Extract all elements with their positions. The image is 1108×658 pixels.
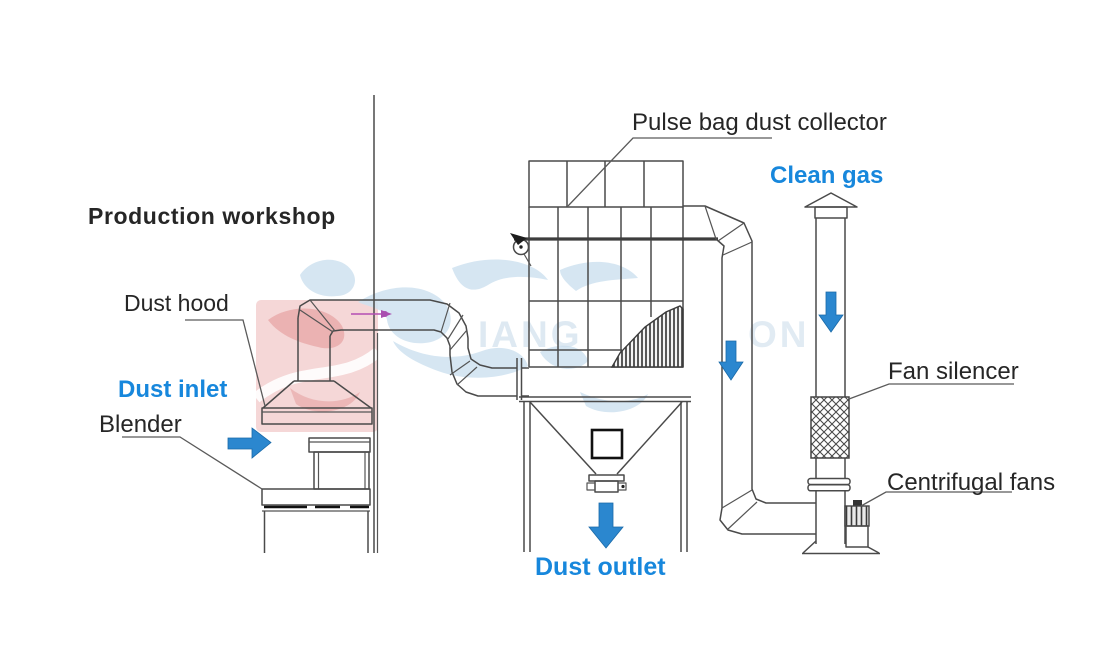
fan-silencer-section: [810, 396, 850, 459]
label-dust-outlet: Dust outlet: [535, 553, 666, 581]
fan-silencer-leader: [848, 383, 1014, 400]
hopper-access-door: [590, 428, 624, 460]
leader-lines: [122, 137, 1014, 507]
centrifugal-fans-leader: [860, 491, 1012, 507]
watermark-text-fragment: ON: [748, 314, 810, 355]
flow-arrows: [227, 291, 844, 549]
stack-rain-cap: [804, 192, 858, 208]
watermark: IANG ON: [252, 259, 810, 432]
workshop-wall-line: [373, 95, 379, 553]
stack-drawing: [802, 192, 880, 555]
label-production-workshop: Production workshop: [88, 203, 336, 229]
watermark-text-fragment: IANG: [478, 314, 583, 355]
inlet-duct-drawing: [297, 299, 529, 400]
discharge-valve: [586, 474, 627, 493]
duct-flow-arrow-magenta: [351, 310, 392, 318]
dust-hood-leader: [185, 319, 266, 407]
outlet-duct-drawing: [683, 205, 816, 535]
centrifugal-fan-unit: [844, 500, 870, 548]
dust-collector-drawing: [510, 160, 718, 552]
label-fan-silencer: Fan silencer: [888, 358, 1019, 385]
label-dust-hood: Dust hood: [124, 290, 229, 316]
collector-leader: [567, 137, 772, 207]
blender-drawing: [261, 437, 371, 553]
stack-flange: [807, 477, 851, 492]
clean-gas-down-arrow: [818, 291, 844, 333]
label-blender: Blender: [99, 411, 182, 438]
blender-leader: [122, 436, 263, 490]
label-dust-inlet: Dust inlet: [118, 376, 228, 403]
stack-base: [802, 540, 880, 555]
dust-inlet-arrow: [227, 427, 272, 459]
label-pulse-bag-dust-collector: Pulse bag dust collector: [632, 109, 887, 136]
duct-down-arrow: [718, 340, 744, 381]
filter-bag-bundle: [610, 305, 684, 368]
dust-hood-drawing: [261, 318, 373, 425]
label-centrifugal-fans: Centrifugal fans: [887, 469, 1056, 496]
pulse-jet-blower: [510, 233, 532, 267]
label-clean-gas: Clean gas: [770, 162, 884, 189]
dust-outlet-arrow: [588, 502, 624, 549]
